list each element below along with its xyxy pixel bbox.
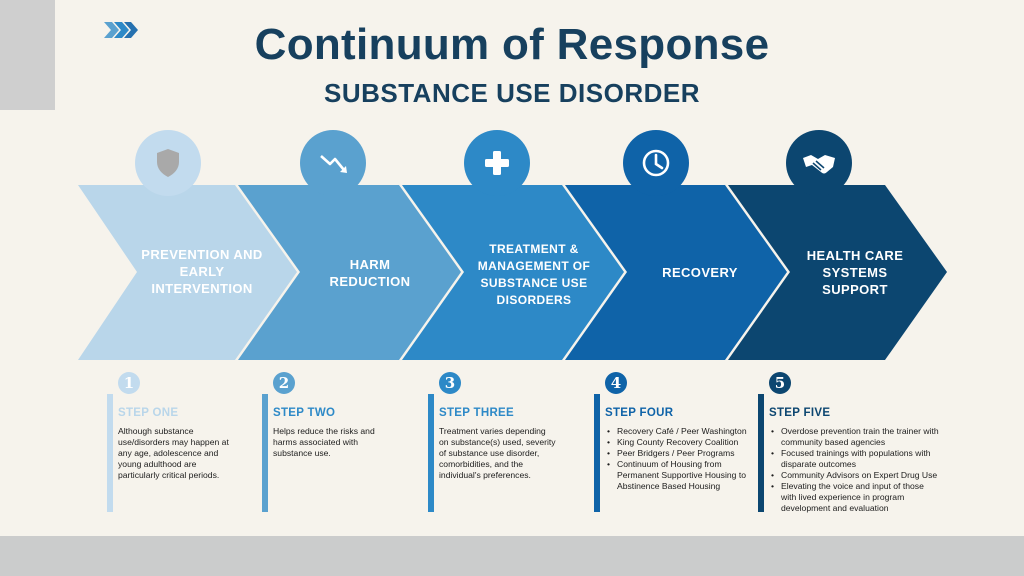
list-item: Community Advisors on Expert Drug Use <box>769 470 939 481</box>
shield-icon <box>135 130 201 196</box>
page-subtitle: SUBSTANCE USE DISORDER <box>323 78 700 108</box>
list-item: Elevating the voice and input of those w… <box>769 481 939 514</box>
step-number-5: 5 <box>769 372 791 394</box>
step-heading-5: STEP FIVE <box>769 407 831 419</box>
step-bullets-4: Recovery Café / Peer Washington King Cou… <box>605 426 753 492</box>
step-number-3: 3 <box>439 372 461 394</box>
handshake-icon <box>786 130 852 196</box>
page-title: Continuum of Response <box>254 20 770 69</box>
step-description-2: Helps reduce the risks and harms associa… <box>273 426 375 458</box>
list-item: Focused trainings with populations with … <box>769 448 939 470</box>
stage-arrow-3 <box>402 185 624 360</box>
step-bar-2 <box>262 394 268 512</box>
stage-label-treatment: TREATMENT & MANAGEMENT OF SUBSTANCE USE … <box>477 242 591 307</box>
step-heading-4: STEP FOUR <box>605 407 674 419</box>
step-description-3: Treatment varies depending on substance(… <box>439 426 556 480</box>
stage-arrow-5 <box>728 185 947 360</box>
list-item: Continuum of Housing from Permanent Supp… <box>605 459 753 492</box>
medical-cross-icon <box>464 130 530 196</box>
step-number-2: 2 <box>273 372 295 394</box>
step-heading-2: STEP TWO <box>273 407 336 419</box>
bottom-band <box>0 536 1024 576</box>
list-item: King County Recovery Coalition <box>605 437 753 448</box>
stage-label-health-care: HEALTH CARE SYSTEMS SUPPORT <box>806 248 904 297</box>
double-chevron-icon <box>104 22 138 38</box>
stage-label-harm-reduction: HARM REDUCTION <box>329 257 411 289</box>
stage-arrow-4 <box>565 185 787 360</box>
step-number-1: 1 <box>118 372 140 394</box>
step-bar-4 <box>594 394 600 512</box>
trend-down-arrow-icon <box>300 130 366 196</box>
step-bullets-5: Overdose prevention train the trainer wi… <box>769 426 939 514</box>
step-heading-1: STEP ONE <box>118 407 179 419</box>
corner-block <box>0 0 55 110</box>
stage-label-prevention: PREVENTION AND EARLY INTERVENTION <box>141 247 263 296</box>
step-bar-1 <box>107 394 113 512</box>
step-number-4: 4 <box>605 372 627 394</box>
stage-arrow-2 <box>238 185 461 360</box>
clock-icon <box>623 130 689 196</box>
list-item: Recovery Café / Peer Washington <box>605 426 753 437</box>
stage-arrow-1 <box>78 185 297 360</box>
stage-label-recovery: RECOVERY <box>662 265 738 280</box>
step-heading-3: STEP THREE <box>439 407 514 419</box>
list-item: Overdose prevention train the trainer wi… <box>769 426 939 448</box>
list-item: Peer Bridgers / Peer Programs <box>605 448 753 459</box>
step-bar-3 <box>428 394 434 512</box>
step-bar-5 <box>758 394 764 512</box>
step-description-1: Although substance use/disorders may hap… <box>118 426 229 480</box>
